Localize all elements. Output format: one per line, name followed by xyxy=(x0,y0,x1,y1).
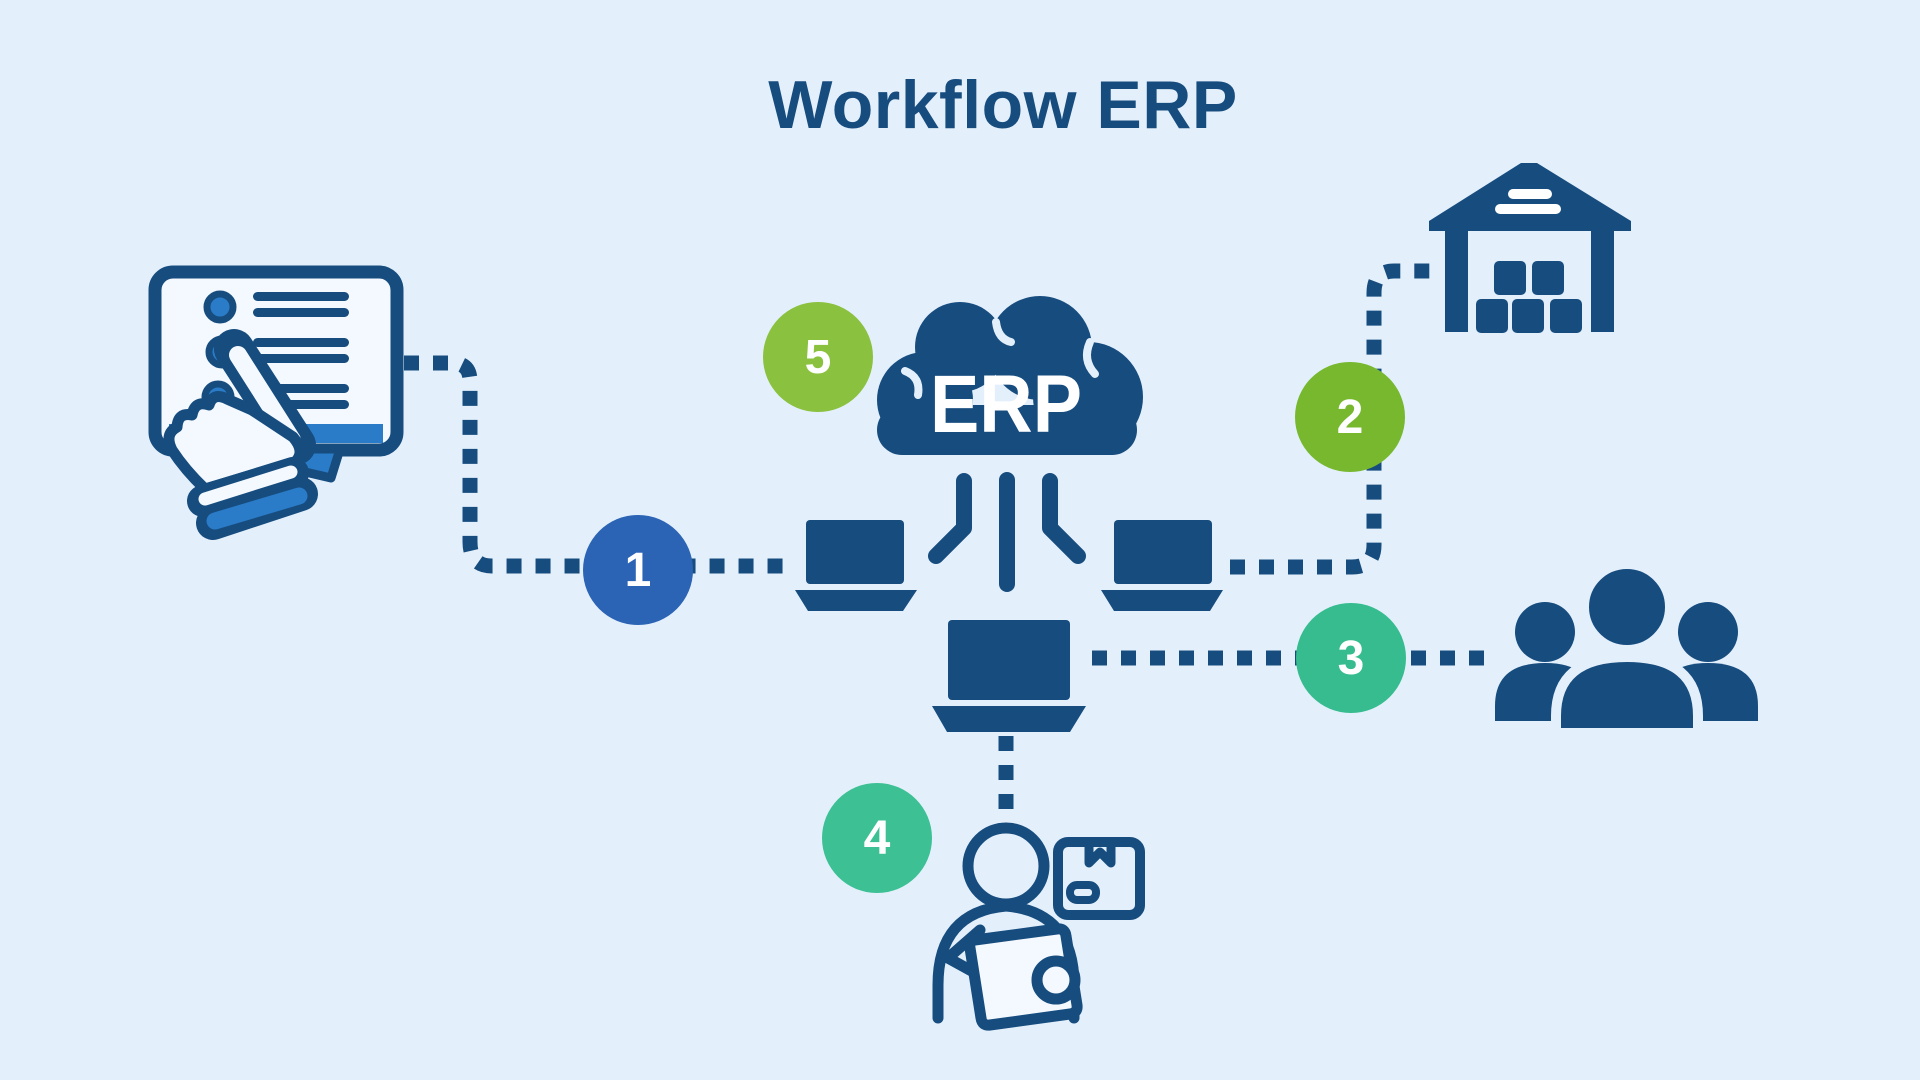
step-number-3: 3 xyxy=(1337,631,1365,685)
team-icon xyxy=(1495,559,1758,738)
step-badge-1: 1 xyxy=(583,515,693,625)
erp-cloud-icon: ERP xyxy=(877,296,1143,455)
cloud-label: ERP xyxy=(930,359,1082,450)
order-form-hand-icon xyxy=(148,265,404,540)
flow-line-right xyxy=(1042,473,1086,564)
connector-laptop-to-warehouse xyxy=(1230,263,1440,575)
step-badge-2: 2 xyxy=(1295,362,1405,472)
page-title: Workflow ERP xyxy=(768,67,1238,143)
warehouse-icon xyxy=(1429,163,1631,333)
laptop-left-icon xyxy=(795,520,917,611)
laptop-right-icon xyxy=(1101,520,1223,611)
flow-line-left xyxy=(928,473,972,564)
laptop-center-icon xyxy=(932,620,1086,732)
pointing-hand xyxy=(163,329,318,540)
cloud-flow-lines xyxy=(928,472,1086,592)
delivery-person-icon xyxy=(932,822,1145,1031)
step-badge-5: 5 xyxy=(763,302,873,412)
step-number-1: 1 xyxy=(624,543,652,597)
order-form-lines xyxy=(253,292,349,409)
step-number-2: 2 xyxy=(1336,390,1364,444)
step-number-5: 5 xyxy=(804,330,832,384)
step-number-4: 4 xyxy=(863,811,891,865)
dotted-connectors xyxy=(404,263,1492,824)
step-badge-3: 3 xyxy=(1296,603,1406,713)
connector-order-to-step1 xyxy=(404,355,792,574)
package-icon xyxy=(1053,837,1145,920)
step-badge-4: 4 xyxy=(822,783,932,893)
